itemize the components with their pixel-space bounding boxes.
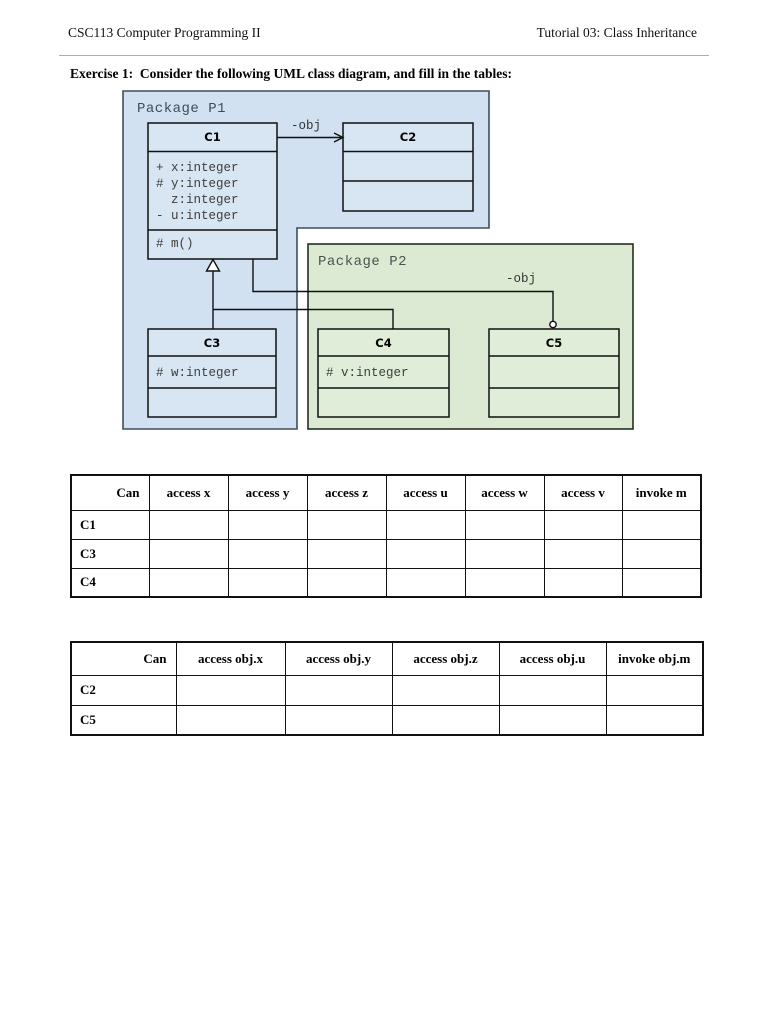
empty-cell	[175, 704, 286, 736]
col-access-v: access v	[543, 474, 623, 511]
class-c3-box	[147, 328, 277, 418]
empty-cell	[391, 704, 500, 736]
class-c2-name: C2	[399, 130, 417, 144]
association-c1-c5	[252, 259, 557, 329]
col-access-z: access z	[306, 474, 387, 511]
empty-cell	[543, 509, 623, 540]
class-c5-name: C5	[545, 335, 563, 350]
uml-diagram	[122, 90, 634, 430]
attribute: + x:integer	[156, 161, 239, 175]
assoc-obj-label-c2: -obj	[291, 119, 322, 133]
class-c5-box	[488, 328, 620, 418]
col-can: Can	[70, 474, 150, 511]
empty-cell	[621, 509, 702, 540]
class-c3-name: C3	[203, 335, 221, 350]
empty-cell	[621, 567, 702, 598]
generalization-c3-c1	[205, 258, 221, 329]
generalization-c4-branch	[213, 308, 394, 329]
attribute: # y:integer	[156, 177, 239, 191]
tutorial-title: Tutorial 03: Class Inheritance	[536, 25, 697, 40]
row-label-c3: C3	[70, 538, 150, 569]
class-c1-name: C1	[204, 130, 221, 144]
row-label-c1: C1	[70, 509, 150, 540]
row-label-c2: C2	[70, 674, 177, 706]
empty-cell	[148, 538, 229, 569]
empty-cell	[148, 567, 229, 598]
empty-cell	[464, 509, 545, 540]
col-access-obj-z: access obj.z	[391, 641, 500, 676]
class-c1-attributes: + x:integer # y:integer z:integer - u:in…	[156, 160, 239, 224]
class-c3-attribute: # w:integer	[156, 366, 239, 380]
col-access-w: access w	[464, 474, 545, 511]
empty-cell	[385, 567, 466, 598]
empty-cell	[306, 509, 387, 540]
empty-cell	[227, 567, 308, 598]
assoc-obj-label-c5: -obj	[506, 272, 537, 286]
empty-cell	[306, 538, 387, 569]
empty-cell	[464, 567, 545, 598]
col-invoke-m: invoke m	[621, 474, 702, 511]
col-access-obj-y: access obj.y	[284, 641, 393, 676]
row-label-c5: C5	[70, 704, 177, 736]
empty-cell	[391, 674, 500, 706]
class-c1-box	[147, 122, 278, 260]
class-c4-attribute: # v:integer	[326, 366, 409, 380]
empty-cell	[227, 509, 308, 540]
empty-cell	[498, 674, 607, 706]
empty-cell	[175, 674, 286, 706]
col-access-y: access y	[227, 474, 308, 511]
row-label-c4: C4	[70, 567, 150, 598]
empty-cell	[306, 567, 387, 598]
empty-cell	[605, 704, 704, 736]
class-c1-method: # m()	[156, 237, 194, 251]
empty-cell	[543, 538, 623, 569]
empty-cell	[464, 538, 545, 569]
empty-cell	[543, 567, 623, 598]
class-c4-box	[317, 328, 450, 418]
table-header-row: Can access obj.x access obj.y access obj…	[70, 641, 704, 676]
col-can: Can	[70, 641, 177, 676]
empty-cell	[498, 704, 607, 736]
table-header-row: Can access x access y access z access u …	[70, 474, 702, 511]
col-access-obj-u: access obj.u	[498, 641, 607, 676]
table-row: C1	[70, 509, 702, 540]
table-row: C2	[70, 674, 704, 706]
col-invoke-obj-m: invoke obj.m	[605, 641, 704, 676]
package-p1-label: Package P1	[137, 101, 227, 117]
col-access-u: access u	[385, 474, 466, 511]
access-table-1: Can access x access y access z access u …	[70, 474, 702, 598]
attribute: - u:integer	[156, 209, 239, 223]
col-access-obj-x: access obj.x	[175, 641, 286, 676]
table-row: C3	[70, 538, 702, 569]
access-table-2: Can access obj.x access obj.y access obj…	[70, 641, 704, 736]
empty-cell	[385, 509, 466, 540]
class-c4-name: C4	[375, 335, 392, 350]
header-divider	[59, 55, 709, 56]
association-c1-c2	[277, 132, 345, 143]
empty-cell	[284, 674, 393, 706]
empty-cell	[385, 538, 466, 569]
class-c2-box	[342, 122, 474, 212]
attribute: z:integer	[156, 193, 239, 207]
table-row: C4	[70, 567, 702, 598]
course-title: CSC113 Computer Programming II	[68, 25, 261, 40]
empty-cell	[284, 704, 393, 736]
table-row: C5	[70, 704, 704, 736]
empty-cell	[605, 674, 704, 706]
empty-cell	[148, 509, 229, 540]
empty-cell	[621, 538, 702, 569]
empty-cell	[227, 538, 308, 569]
package-p2-label: Package P2	[318, 254, 408, 270]
exercise-heading: Exercise 1: Consider the following UML c…	[70, 66, 512, 81]
col-access-x: access x	[148, 474, 229, 511]
